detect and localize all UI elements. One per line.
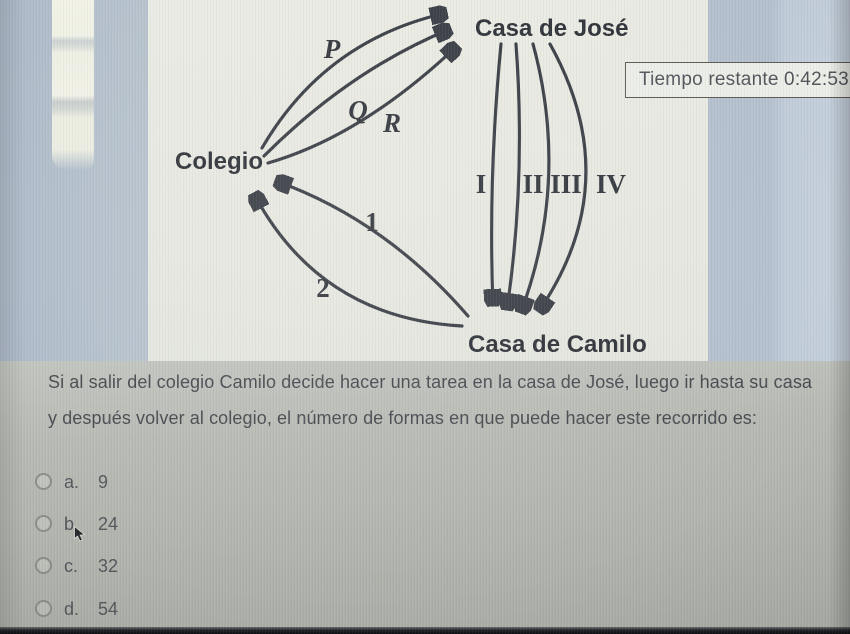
- edge-label-i: I: [476, 169, 487, 199]
- timer-box: Tiempo restante 0:42:53: [625, 62, 850, 98]
- option-a-letter: a.: [64, 472, 80, 492]
- option-a[interactable]: a. 9: [0, 466, 420, 500]
- question-line-2: y después volver al colegio, el número d…: [48, 408, 757, 428]
- edge-label-1: 1: [365, 207, 379, 237]
- edge-label-q: Q: [348, 95, 368, 125]
- option-a-value: 9: [98, 472, 109, 492]
- option-c-value: 32: [98, 556, 119, 576]
- option-b[interactable]: b. 24: [0, 508, 420, 542]
- edge-label-iii: III: [550, 169, 582, 199]
- edge-ii: [507, 42, 522, 309]
- edge-i: [492, 42, 503, 305]
- mouse-cursor-icon: [74, 526, 86, 542]
- option-c[interactable]: c. 32: [0, 550, 420, 584]
- edge-label-ii: II: [522, 169, 543, 199]
- edge-1: [276, 181, 470, 318]
- edge-iv: [539, 42, 588, 311]
- edge-iii: [521, 42, 551, 312]
- option-c-radio[interactable]: [35, 557, 52, 574]
- diagram-image-panel: [148, 0, 708, 362]
- diagram-section: Casa de José Colegio Casa de Camilo P Q …: [0, 0, 850, 362]
- edge-q: [262, 29, 450, 158]
- option-b-radio[interactable]: [35, 515, 52, 532]
- screen-bottom-bezel: [0, 627, 850, 634]
- option-d[interactable]: d. 54: [0, 593, 420, 627]
- option-a-radio[interactable]: [35, 473, 52, 490]
- edge-label-p: P: [323, 34, 341, 64]
- question-line-1: Si al salir del colegio Camilo decide ha…: [48, 372, 813, 392]
- edge-label-iv: IV: [596, 169, 627, 199]
- node-casa-de-camilo: Casa de Camilo: [468, 331, 647, 358]
- node-colegio: Colegio: [175, 148, 263, 175]
- option-d-radio[interactable]: [35, 600, 52, 617]
- page-left-margin: [0, 0, 148, 362]
- routes-diagram: Casa de José Colegio Casa de Camilo P Q …: [175, 0, 647, 358]
- option-c-letter: c.: [64, 556, 79, 576]
- option-d-letter: d.: [64, 599, 80, 619]
- edge-r: [266, 46, 457, 165]
- edge-2: [254, 194, 464, 328]
- screen-light-reflection: [52, 0, 94, 170]
- page-right-margin: [708, 0, 850, 362]
- option-d-value: 54: [98, 599, 119, 619]
- option-b-value: 24: [98, 514, 119, 534]
- edge-p: [260, 13, 446, 150]
- node-casa-de-jose: Casa de José: [475, 15, 628, 42]
- edge-label-r: R: [382, 108, 401, 138]
- timer-label: Tiempo restante 0:42:53: [639, 69, 849, 90]
- question-section: Si al salir del colegio Camilo decide ha…: [0, 361, 850, 627]
- edge-label-2: 2: [316, 273, 330, 303]
